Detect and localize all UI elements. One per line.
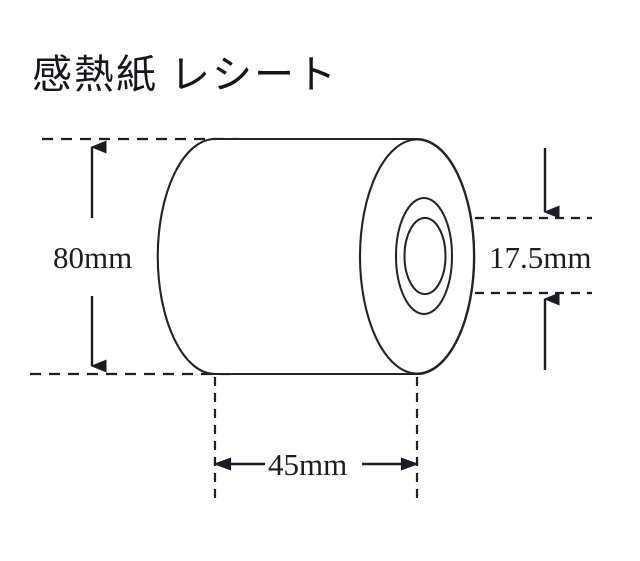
dim-label-core: 17.5mm (489, 240, 591, 275)
dim-label-width: 45mm (268, 447, 347, 482)
roll-core-hole (403, 217, 447, 295)
page-title: 感熱紙 レシート (32, 52, 338, 97)
dim-label-height: 80mm (53, 240, 132, 275)
